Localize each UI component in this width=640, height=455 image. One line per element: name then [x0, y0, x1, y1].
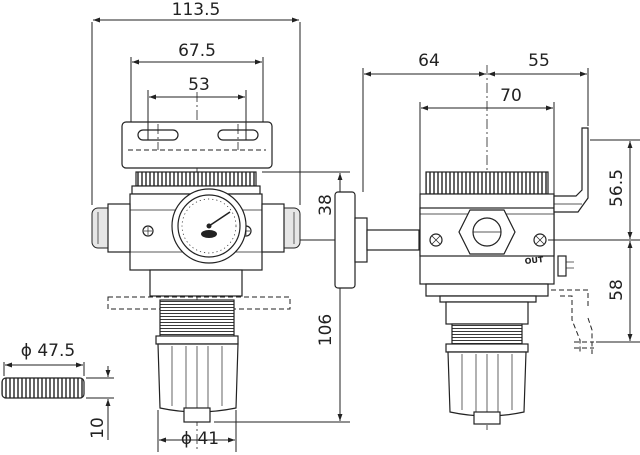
dim-gauge-height: 38: [316, 194, 336, 216]
adjustment-knob: [155, 335, 239, 423]
front-dimensions: 113.5 67.5 53 38 106 ϕ 41: [91, 0, 350, 452]
mounting-bracket: [121, 121, 273, 169]
dim-locknut-thickness: 10: [88, 417, 108, 439]
dim-bracket-width: 67.5: [178, 41, 216, 61]
dim-slot-pitch: 53: [188, 75, 210, 95]
dim-side-port-height: 58: [607, 279, 627, 301]
side-view: OUT: [334, 65, 594, 430]
dim-side-bracket-height: 56.5: [607, 169, 627, 207]
lock-nut-view: ϕ 47.5 10: [1, 341, 114, 440]
knurled-cap: [135, 171, 257, 187]
dim-side-body: 70: [500, 86, 522, 106]
dim-side-left: 64: [418, 51, 440, 71]
dim-side-right: 55: [528, 51, 550, 71]
port-out-label: OUT: [524, 255, 544, 266]
dim-knob-diameter: ϕ 41: [181, 429, 219, 449]
side-knurled-cap: [425, 171, 549, 195]
lock-nut-thread: [159, 299, 235, 337]
dim-overall-width: 113.5: [172, 0, 221, 20]
pressure-gauge: [171, 188, 247, 264]
front-view: [91, 92, 301, 450]
dim-locknut-diameter: ϕ 47.5: [21, 341, 75, 361]
dim-body-height: 106: [316, 314, 336, 346]
side-dimensions: 64 55 70 56.5 58: [362, 51, 640, 343]
